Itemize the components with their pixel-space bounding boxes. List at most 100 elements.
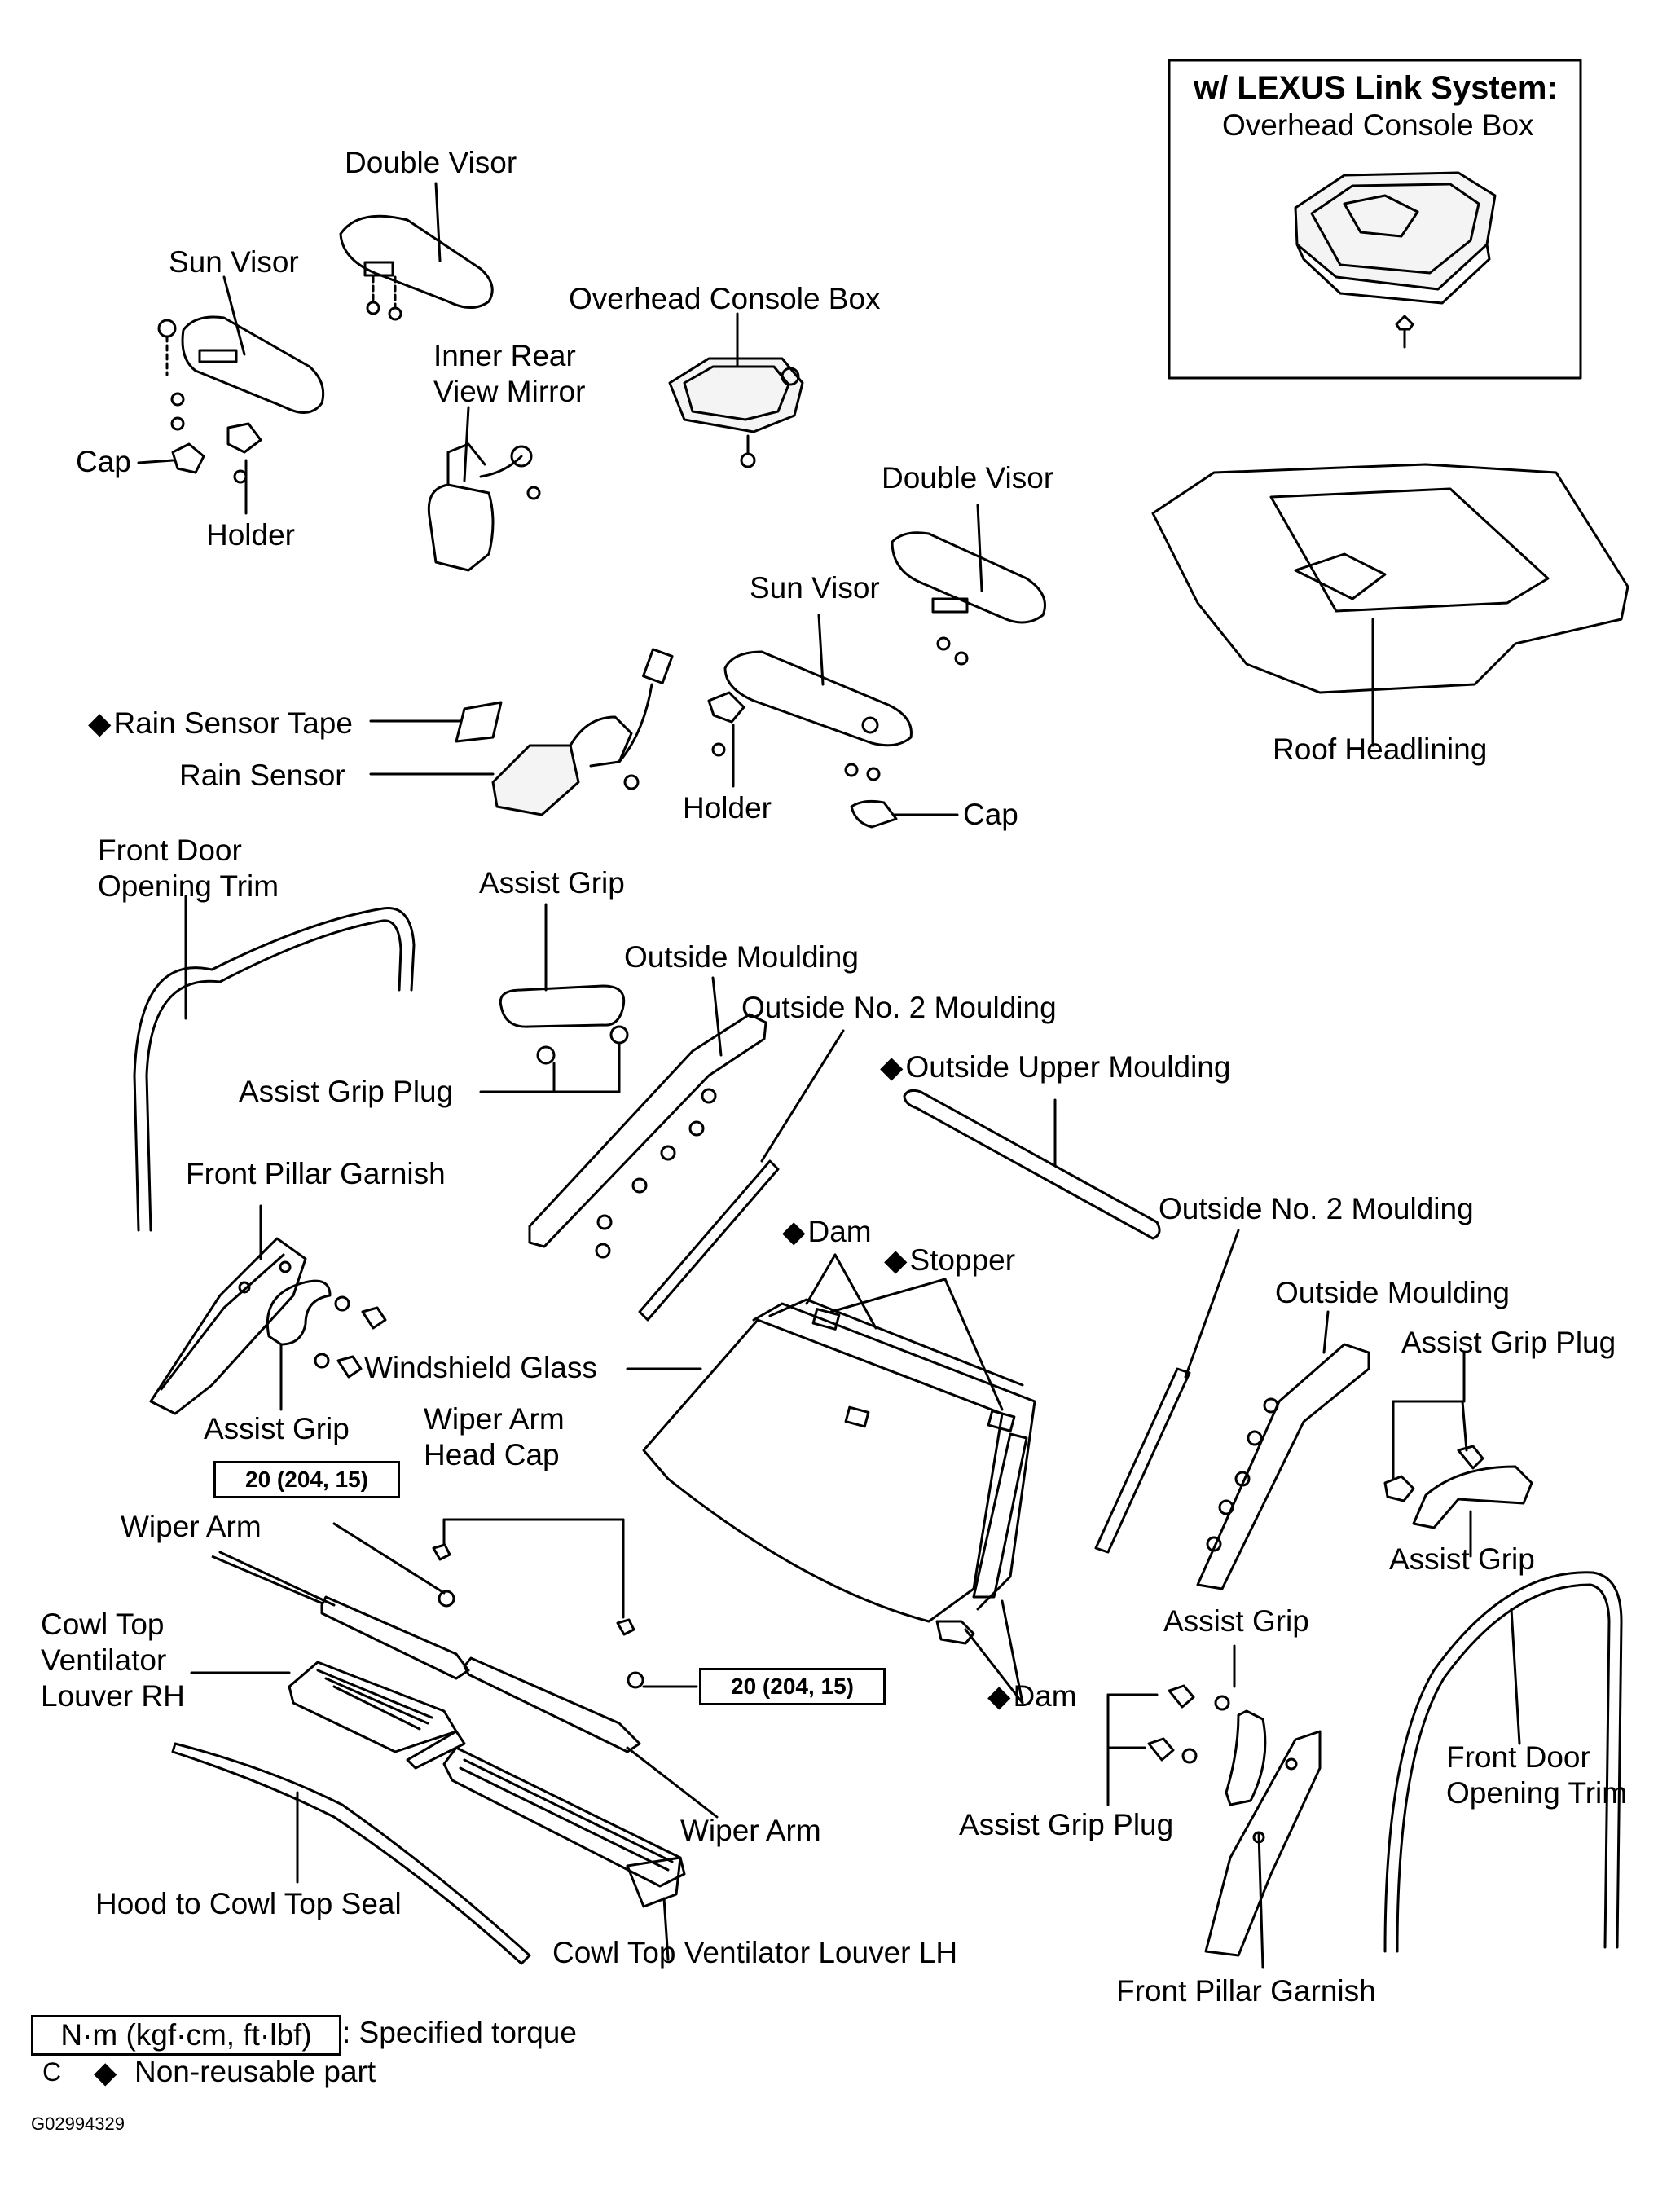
label-wiper-arm-head-cap-line2: Head Cap	[424, 1438, 560, 1471]
label-assist-grip-plug-top: Assist Grip Plug	[239, 1075, 454, 1108]
outside-no2-moulding-right-part	[1094, 1229, 1240, 1554]
label-sun-visor-right: Sun Visor	[750, 571, 880, 605]
label-stopper: ◆Stopper	[884, 1243, 1015, 1278]
inset-console-box-drawing	[1294, 171, 1497, 349]
label-outside-no2-moulding-left: Outside No. 2 Moulding	[741, 991, 1057, 1024]
legend-c-mark: C	[42, 2057, 62, 2087]
label-sun-visor-left: Sun Visor	[169, 245, 299, 279]
front-door-opening-trim-right-part	[1383, 1571, 1623, 1953]
label-front-pillar-garnish-right: Front Pillar Garnish	[1116, 1974, 1376, 2008]
wiper-arms-part	[218, 1551, 719, 1819]
label-wiper-arm-left: Wiper Arm	[121, 1510, 262, 1543]
label-assist-grip-right: Assist Grip	[1389, 1542, 1535, 1576]
label-assist-grip-right-lower: Assist Grip	[1163, 1604, 1309, 1638]
non-reusable-mark: ◆	[987, 1679, 1011, 1713]
label-windshield-glass: Windshield Glass	[364, 1351, 597, 1384]
assist-grip-right-lower-part	[1106, 1644, 1267, 1806]
non-reusable-mark: ◆	[880, 1050, 904, 1084]
assist-grip-left-part	[266, 1279, 387, 1411]
label-cowl-louver-rh-line2: Ventilator	[41, 1643, 167, 1677]
label-cap-left: Cap	[76, 445, 131, 478]
dam-stopper-leaders	[805, 1253, 1024, 1705]
outside-moulding-right-part	[1196, 1310, 1370, 1590]
label-dam-bottom-text: Dam	[1013, 1679, 1077, 1713]
label-wiper-arm-head-cap: Wiper Arm Head Cap	[424, 1401, 565, 1473]
label-dam-bottom: ◆Dam	[987, 1678, 1077, 1714]
non-reusable-mark: ◆	[88, 706, 112, 740]
label-assist-grip-left: Assist Grip	[204, 1412, 350, 1445]
legend-torque-unit: N·m (kgf·cm, ft·lbf)	[31, 2015, 341, 2056]
label-wiper-arm-right: Wiper Arm	[680, 1814, 821, 1847]
label-dam-top-text: Dam	[807, 1215, 872, 1248]
label-dam-top: ◆Dam	[782, 1214, 872, 1250]
torque-leaders	[332, 1522, 698, 1688]
inset-frame	[1168, 59, 1582, 380]
label-double-visor-right: Double Visor	[882, 461, 1054, 495]
torque-box-right: 20 (204, 15)	[699, 1668, 886, 1705]
label-front-door-opening-trim-left-line1: Front Door	[98, 834, 242, 867]
inset-title: w/ LEXUS Link System:	[1194, 70, 1558, 106]
non-reusable-mark: ◆	[884, 1243, 908, 1277]
label-front-door-opening-trim-right-line1: Front Door	[1446, 1740, 1590, 1774]
outside-no2-moulding-left-part	[638, 1029, 845, 1322]
label-cowl-louver-rh-line1: Cowl Top	[41, 1608, 165, 1641]
label-hood-to-cowl-top-seal: Hood to Cowl Top Seal	[95, 1887, 402, 1920]
label-front-door-opening-trim-right-line2: Opening Trim	[1446, 1776, 1628, 1810]
label-holder-left: Holder	[206, 518, 295, 552]
label-inner-rear-view-mirror: Inner Rear View Mirror	[433, 338, 585, 410]
label-cowl-louver-rh: Cowl Top Ventilator Louver RH	[41, 1607, 185, 1714]
label-outside-upper-moulding-text: Outside Upper Moulding	[905, 1050, 1231, 1084]
label-assist-grip-plug-bottom: Assist Grip Plug	[959, 1808, 1174, 1841]
label-front-pillar-garnish-left: Front Pillar Garnish	[186, 1157, 446, 1190]
label-cowl-louver-rh-line3: Louver RH	[41, 1679, 185, 1713]
front-pillar-garnish-right-part	[1204, 1730, 1322, 1969]
label-outside-upper-moulding: ◆Outside Upper Moulding	[880, 1049, 1230, 1085]
label-rain-sensor: Rain Sensor	[179, 759, 345, 792]
sun-visor-right-part	[707, 614, 959, 829]
double-visor-right-part	[891, 504, 1046, 666]
label-double-visor-left: Double Visor	[345, 146, 517, 179]
label-inner-rear-view-mirror-line2: View Mirror	[433, 375, 586, 408]
label-rain-sensor-tape: ◆Rain Sensor Tape	[88, 706, 353, 741]
inset-part-label: Overhead Console Box	[1222, 108, 1534, 142]
outside-moulding-left-part	[528, 976, 767, 1259]
assist-grip-right-part	[1383, 1351, 1533, 1558]
label-front-door-opening-trim-left-line2: Opening Trim	[98, 869, 279, 903]
label-cap-right: Cap	[963, 798, 1018, 831]
legend-torque-desc: : Specified torque	[342, 2016, 577, 2049]
legend-non-reusable-symbol: ◆	[94, 2056, 117, 2089]
front-door-opening-trim-left-part	[133, 895, 416, 1232]
inner-rear-view-mirror-part	[427, 406, 541, 572]
wiper-arm-left-leader	[211, 1555, 323, 1605]
label-outside-no2-moulding-right: Outside No. 2 Moulding	[1159, 1192, 1474, 1225]
label-cowl-louver-lh: Cowl Top Ventilator Louver LH	[552, 1936, 958, 1969]
torque-box-left: 20 (204, 15)	[213, 1461, 400, 1498]
non-reusable-mark: ◆	[782, 1215, 806, 1248]
label-overhead-console-box: Overhead Console Box	[569, 282, 881, 315]
label-outside-moulding-right: Outside Moulding	[1275, 1276, 1510, 1309]
cowl-louver-lh-part	[442, 1746, 686, 1961]
cowl-louver-rh-part	[190, 1661, 466, 1770]
wiper-arm-head-cap-part	[432, 1518, 644, 1689]
legend-non-reusable-desc: Non-reusable part	[134, 2055, 376, 2088]
roof-headlining-part	[1151, 463, 1629, 747]
rain-sensor-part	[369, 648, 674, 816]
label-holder-right: Holder	[683, 791, 772, 825]
overhead-console-box-part	[668, 312, 804, 468]
label-front-door-opening-trim-left: Front Door Opening Trim	[98, 833, 279, 904]
label-roof-headlining: Roof Headlining	[1273, 732, 1488, 766]
label-rain-sensor-tape-text: Rain Sensor Tape	[113, 706, 353, 740]
front-pillar-garnish-left-part	[149, 1204, 307, 1415]
assist-grip-top-part	[479, 903, 629, 1093]
label-outside-moulding-left: Outside Moulding	[624, 940, 859, 974]
windshield-glass-part	[626, 1298, 1036, 1645]
label-inner-rear-view-mirror-line1: Inner Rear	[433, 339, 576, 372]
hood-to-cowl-top-seal-part	[171, 1742, 531, 1965]
label-front-door-opening-trim-right: Front Door Opening Trim	[1446, 1740, 1627, 1811]
label-stopper-text: Stopper	[909, 1243, 1016, 1277]
sun-visor-left-part	[137, 275, 325, 515]
outside-upper-moulding-part	[903, 1089, 1161, 1240]
double-visor-left-part	[339, 182, 494, 321]
label-assist-grip-top: Assist Grip	[479, 866, 625, 900]
